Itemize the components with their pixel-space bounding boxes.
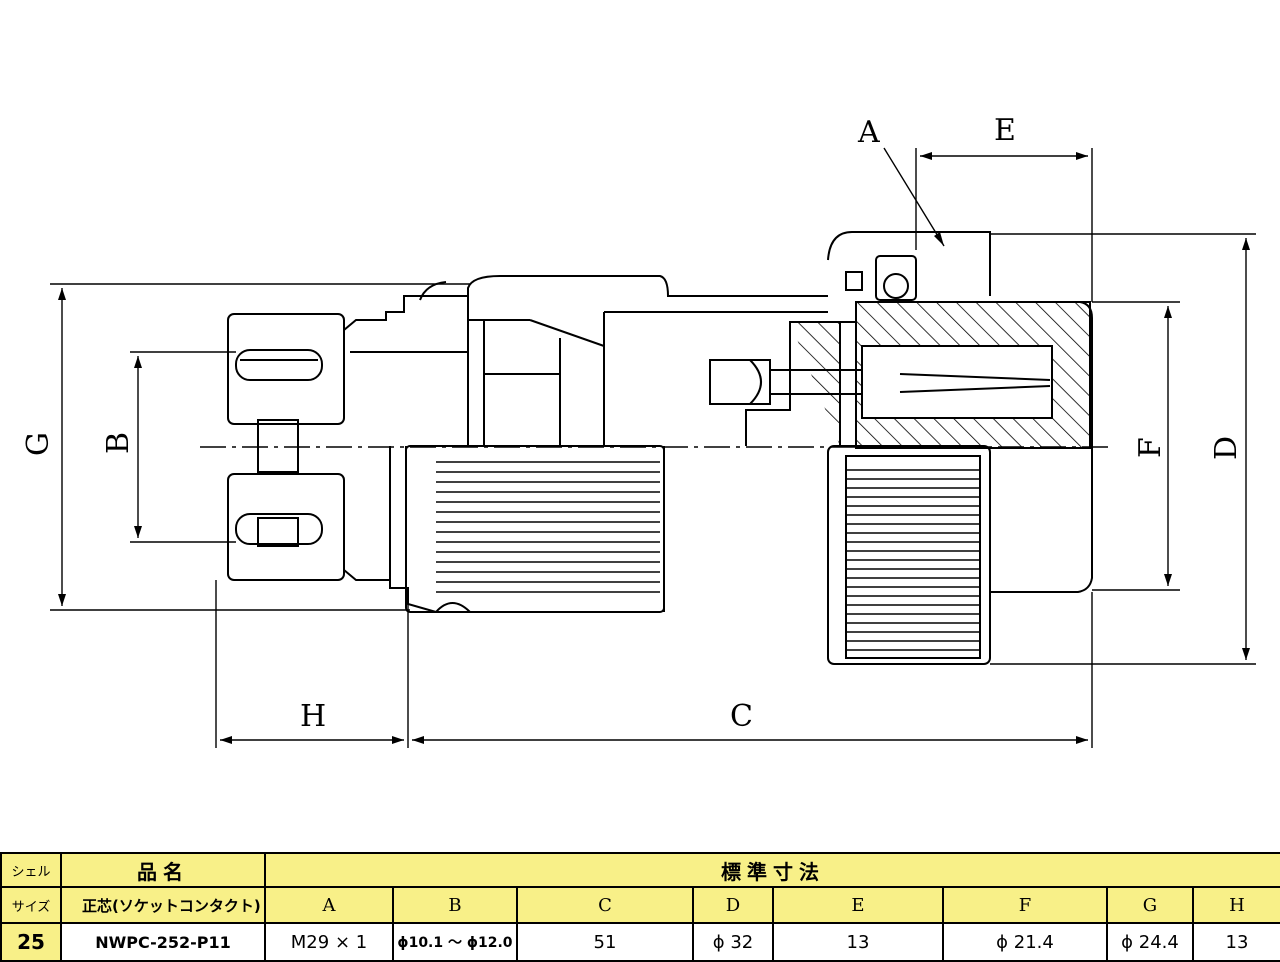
coupling-sleeve-knurl bbox=[405, 445, 665, 613]
value-e: 13 bbox=[772, 922, 944, 962]
spec-table: シェル 品名 標準寸法 サイズ 正芯(ソケットコンタクト) A B C D E … bbox=[0, 852, 1280, 962]
value-a: M29 × 1 bbox=[264, 922, 394, 962]
contact-pin bbox=[709, 346, 1053, 418]
col-header-c: C bbox=[516, 886, 694, 924]
cable-clamp-upper bbox=[227, 313, 345, 473]
rear-nut bbox=[827, 231, 991, 665]
label-e: E bbox=[994, 113, 1016, 148]
value-d: ϕ 32 bbox=[692, 922, 774, 962]
label-h: H bbox=[300, 699, 326, 734]
value-b: ϕ10.1 〜 ϕ12.0 bbox=[392, 922, 518, 962]
label-f: F bbox=[1133, 437, 1168, 458]
value-g: ϕ 24.4 bbox=[1106, 922, 1194, 962]
value-c: 51 bbox=[516, 922, 694, 962]
col-header-f: F bbox=[942, 886, 1108, 924]
col-header-h: H bbox=[1192, 886, 1280, 924]
standard-dims-header: 標準寸法 bbox=[264, 852, 1280, 888]
product-type: 正芯(ソケットコンタクト) bbox=[60, 886, 266, 924]
col-header-a: A bbox=[264, 886, 394, 924]
label-g: G bbox=[21, 432, 56, 456]
connector-drawing: A E H C G B F D bbox=[21, 113, 1256, 748]
label-b: B bbox=[101, 432, 136, 454]
col-header-e: E bbox=[772, 886, 944, 924]
value-h: 13 bbox=[1192, 922, 1280, 962]
shell-size-label-top: シェル bbox=[0, 852, 62, 888]
shell-size-value: 25 bbox=[0, 922, 62, 962]
value-f: ϕ 21.4 bbox=[942, 922, 1108, 962]
product-name-value: NWPC-252-P11 bbox=[60, 922, 266, 962]
label-c: C bbox=[730, 699, 753, 734]
body-upper bbox=[419, 275, 828, 446]
cable-clamp-lower bbox=[227, 473, 345, 581]
col-header-b: B bbox=[392, 886, 518, 924]
label-d: D bbox=[1209, 436, 1244, 460]
label-a: A bbox=[857, 115, 880, 150]
col-header-g: G bbox=[1106, 886, 1194, 924]
receptacle-outline bbox=[990, 301, 1093, 593]
product-name-header: 品名 bbox=[60, 852, 266, 888]
shell-size-label-bottom: サイズ bbox=[0, 886, 62, 924]
col-header-d: D bbox=[692, 886, 774, 924]
